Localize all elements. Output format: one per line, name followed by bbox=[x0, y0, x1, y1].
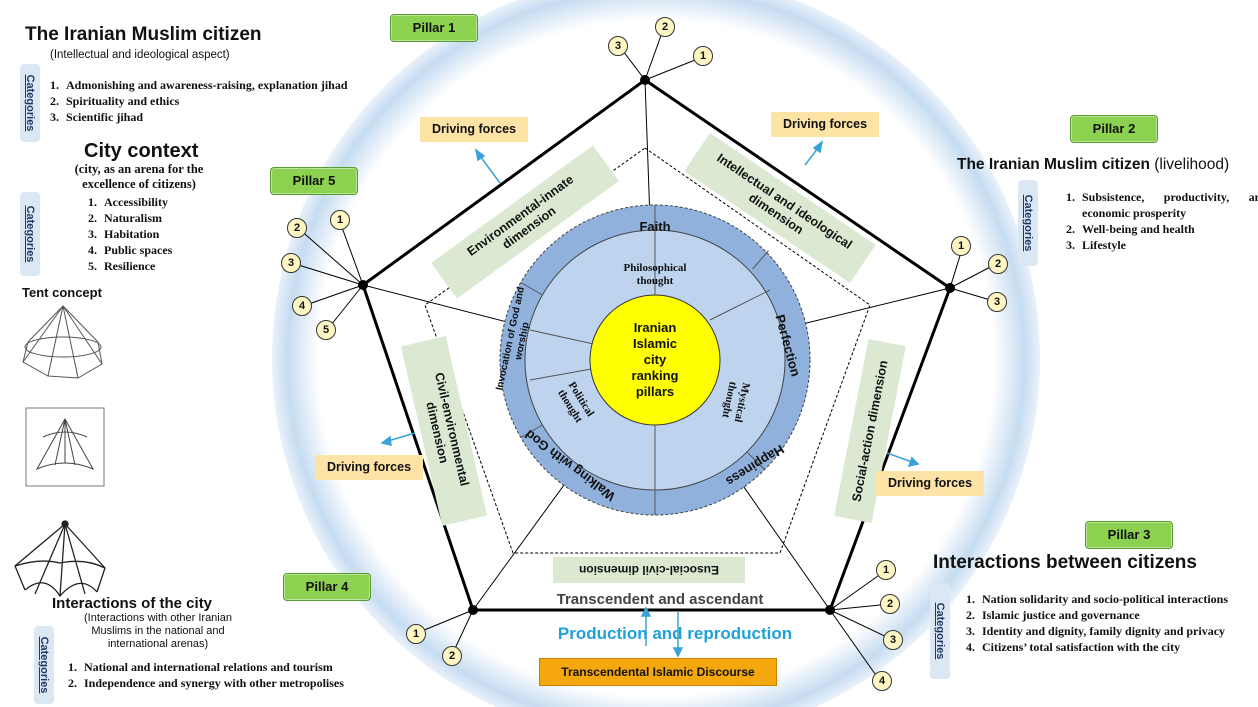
driving-forces-3: Driving forces bbox=[315, 455, 423, 480]
pillar-marker: 3 bbox=[883, 630, 903, 650]
pillar-4-label: Pillar 4 bbox=[283, 573, 371, 601]
list-item: Citizens’ total satisfaction with the ci… bbox=[978, 639, 1258, 655]
transcendent-label: Transcendent and ascendant bbox=[556, 591, 764, 608]
right-bottom-list: Nation solidarity and socio-political in… bbox=[960, 591, 1258, 655]
pillar-marker: 1 bbox=[330, 210, 350, 230]
left-top-title: The Iranian Muslim citizen bbox=[25, 24, 262, 45]
list-item: Naturalism bbox=[100, 210, 260, 226]
pillar-marker: 4 bbox=[872, 671, 892, 691]
pillar-marker: 2 bbox=[988, 254, 1008, 274]
list-item: Resilience bbox=[100, 258, 260, 274]
discourse-box: Transcendental Islamic Discourse bbox=[539, 658, 777, 686]
list-item: Habitation bbox=[100, 226, 260, 242]
right-bottom-categories-tab: Categories bbox=[930, 583, 950, 679]
tent-sketch-3 bbox=[14, 520, 106, 598]
core-circle bbox=[589, 294, 721, 426]
production-label: Production and reproduction bbox=[557, 624, 793, 643]
pillar-marker: 3 bbox=[987, 292, 1007, 312]
list-item: Islamic justice and governance bbox=[978, 607, 1258, 623]
left-top-categories-tab: Categories bbox=[20, 64, 40, 142]
left-bottom-list: National and international relations and… bbox=[62, 659, 420, 691]
list-item: Spirituality and ethics bbox=[62, 93, 422, 109]
pillar-2-label: Pillar 2 bbox=[1070, 115, 1158, 143]
core-label: Iranian Islamic city ranking pillars bbox=[631, 320, 679, 399]
ring-faith: Faith bbox=[639, 219, 671, 234]
tent-sketch-1 bbox=[22, 305, 103, 379]
list-item: Scientific jihad bbox=[62, 109, 422, 125]
pillar-3-label: Pillar 3 bbox=[1085, 521, 1173, 549]
list-item: Nation solidarity and socio-political in… bbox=[978, 591, 1258, 607]
ring-philosophical: Philosophical thought bbox=[623, 262, 687, 287]
list-item: Public spaces bbox=[100, 242, 260, 258]
pillar-marker: 2 bbox=[287, 218, 307, 238]
driving-forces-1: Driving forces bbox=[420, 117, 528, 142]
pillar-marker: 3 bbox=[608, 36, 628, 56]
tent-concept-label: Tent concept bbox=[22, 285, 102, 300]
pillar-marker: 3 bbox=[281, 253, 301, 273]
driving-forces-2: Driving forces bbox=[771, 112, 879, 137]
dimension-eusocial-civil: Eusocial-civil dimension bbox=[553, 557, 745, 583]
left-bottom-categories-tab: Categories bbox=[34, 626, 54, 704]
city-context-subtitle: (city, as an arena for the excellence of… bbox=[74, 162, 204, 191]
right-top-categories-tab: Categories bbox=[1018, 180, 1038, 266]
list-item: Admonishing and awareness-raising, expla… bbox=[62, 77, 422, 93]
left-top-subtitle: (Intellectual and ideological aspect) bbox=[50, 49, 230, 61]
tent-sketch-2 bbox=[25, 407, 105, 487]
list-item: Accessibility bbox=[100, 194, 260, 210]
list-item: Lifestyle bbox=[1078, 237, 1258, 253]
pillar-marker: 1 bbox=[876, 560, 896, 580]
outer-pentagon bbox=[361, 78, 952, 612]
pillar-marker: 2 bbox=[655, 17, 675, 37]
left-top-list: Admonishing and awareness-raising, expla… bbox=[44, 77, 422, 125]
right-top-title: The Iranian Muslim citizen (livelihood) bbox=[957, 156, 1230, 173]
pillar-5-label: Pillar 5 bbox=[270, 167, 358, 195]
list-item: Well-being and health bbox=[1078, 221, 1258, 237]
pillar-marker: 2 bbox=[442, 646, 462, 666]
pillar-marker: 1 bbox=[406, 624, 426, 644]
right-top-list: Subsistence, productivity, and economic … bbox=[1060, 189, 1258, 253]
city-context-title: City context bbox=[84, 140, 199, 162]
list-item: National and international relations and… bbox=[80, 659, 420, 675]
inner-pentagon bbox=[424, 147, 871, 554]
pillar-1-label: Pillar 1 bbox=[390, 14, 478, 42]
list-item: Identity and dignity, family dignity and… bbox=[978, 623, 1258, 639]
pillar-marker: 5 bbox=[316, 320, 336, 340]
city-context-list: Accessibility Naturalism Habitation Publ… bbox=[82, 194, 260, 274]
pillar-marker: 1 bbox=[951, 236, 971, 256]
right-bottom-title: Interactions between citizens bbox=[933, 552, 1197, 573]
driving-forces-4: Driving forces bbox=[876, 471, 984, 496]
left-bottom-title: Interactions of the city bbox=[52, 595, 213, 612]
left-bottom-subtitle: (Interactions with other Iranian Muslims… bbox=[84, 612, 232, 650]
city-context-categories-tab: Categories bbox=[20, 192, 40, 276]
list-item: Independence and synergy with other metr… bbox=[80, 675, 420, 691]
pillar-marker: 1 bbox=[693, 46, 713, 66]
list-item: Subsistence, productivity, and economic … bbox=[1078, 189, 1258, 221]
pillar-marker: 4 bbox=[292, 296, 312, 316]
pillar-marker: 2 bbox=[880, 594, 900, 614]
